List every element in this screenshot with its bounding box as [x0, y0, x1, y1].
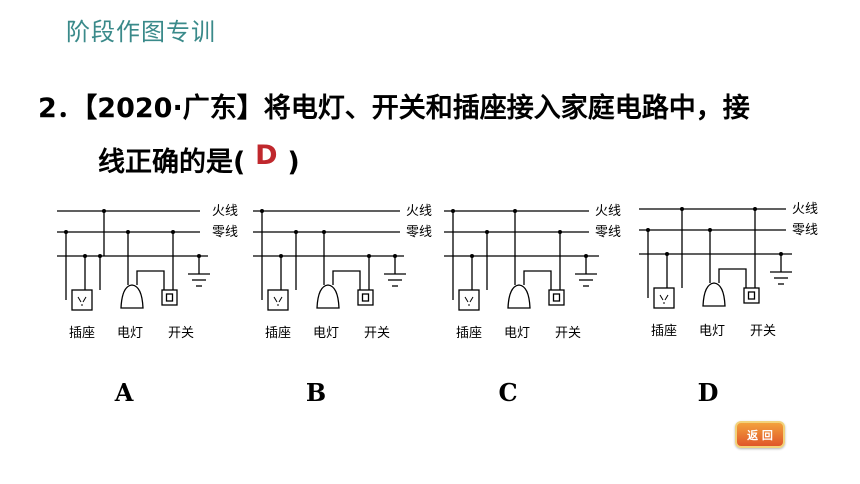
answer-text: D	[255, 140, 278, 171]
option-a-label: A	[114, 378, 134, 407]
neutral-wire-label: 零线	[406, 225, 432, 240]
switch-label: 开关	[364, 326, 390, 341]
live-wire-label: 火线	[212, 204, 238, 219]
socket-label: 插座	[69, 326, 95, 341]
neutral-wire-label: 零线	[792, 223, 818, 238]
socket-label: 插座	[651, 324, 677, 339]
return-button[interactable]: 返 回	[735, 421, 785, 448]
lamp-label: 电灯	[313, 326, 339, 341]
question-text-2-end: )	[287, 147, 300, 178]
question-text-2: 线正确的是(	[98, 147, 246, 178]
neutral-wire-label: 零线	[595, 225, 621, 240]
circuit-diagram-c: 火线 零线 插座 电灯 开关	[444, 204, 621, 341]
option-b-label: B	[305, 378, 327, 407]
question-line-1: 2．【2020·广东】将电灯、开关和插座接入家庭电路中，接	[38, 86, 750, 125]
lamp-label: 电灯	[504, 326, 530, 341]
switch-label: 开关	[168, 326, 194, 341]
switch-label: 开关	[750, 324, 776, 339]
live-wire-label: 火线	[595, 204, 621, 219]
question-number: 2．	[38, 93, 84, 124]
question-line-2: 线正确的是( D)	[98, 140, 300, 179]
circuit-diagram-b: 火线 零线 插座 电灯 开关	[253, 204, 432, 341]
socket-label: 插座	[456, 326, 482, 341]
section-title: 阶段作图专训	[66, 18, 216, 46]
question-source: 【2020·广东】	[83, 93, 264, 124]
lamp-label: 电灯	[699, 324, 725, 339]
option-c-label: C	[498, 378, 518, 407]
question-text-1: 将电灯、开关和插座接入家庭电路中，接	[263, 93, 750, 124]
socket-label: 插座	[265, 326, 291, 341]
lamp-label: 电灯	[117, 326, 143, 341]
neutral-wire-label: 零线	[212, 225, 238, 240]
switch-label: 开关	[555, 326, 581, 341]
live-wire-label: 火线	[792, 202, 818, 217]
option-d-label: D	[697, 378, 719, 407]
live-wire-label: 火线	[406, 204, 432, 219]
circuit-diagram-d: 火线 零线 插座 电灯 开关	[639, 202, 818, 339]
circuit-diagram-a: 火线 零线 插座 电灯 开关	[57, 204, 238, 341]
